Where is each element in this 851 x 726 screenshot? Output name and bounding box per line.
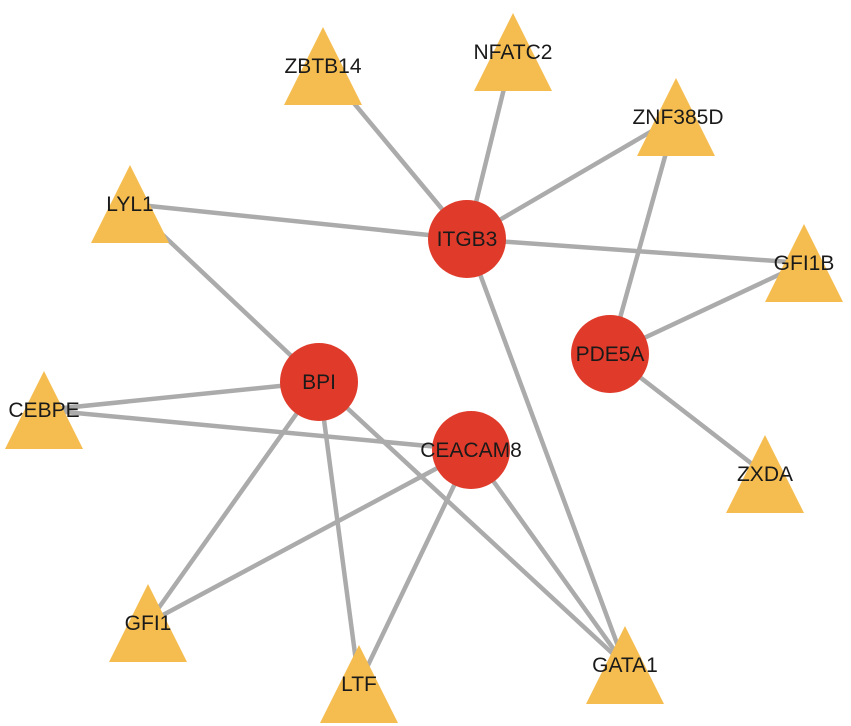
edge-bpi-gata1 <box>316 379 628 668</box>
edge-bpi-cebpe <box>41 379 322 413</box>
node-label-znf385d: ZNF385D <box>632 106 723 129</box>
node-layer <box>5 13 843 723</box>
node-ceacam8-circle <box>432 411 510 489</box>
node-ltf-triangle <box>320 645 398 723</box>
node-lyl1-triangle <box>91 165 169 243</box>
node-nfatc2-triangle <box>474 13 552 91</box>
edge-itgb3-gata1 <box>464 236 628 668</box>
node-pde5a-circle <box>571 315 649 393</box>
node-label-gfi1: GFI1 <box>125 612 172 635</box>
edge-ceacam8-cebpe <box>41 407 474 453</box>
node-label-itgb3: ITGB3 <box>437 228 498 251</box>
node-label-bpi: BPI <box>302 371 336 394</box>
node-cebpe-triangle <box>5 371 83 449</box>
node-gfi1b-triangle <box>765 224 843 302</box>
node-label-pde5a: PDE5A <box>576 343 645 366</box>
node-znf385d-triangle <box>637 78 715 156</box>
node-label-lyl1: LYL1 <box>106 193 154 216</box>
edge-bpi-ltf <box>316 379 362 687</box>
node-label-ltf: LTF <box>341 673 377 696</box>
node-label-zxda: ZXDA <box>737 463 793 486</box>
edge-ceacam8-ltf <box>356 447 474 687</box>
node-zxda-triangle <box>726 435 804 513</box>
node-itgb3-circle <box>428 200 506 278</box>
edge-itgb3-gfi1b <box>464 236 807 266</box>
edge-layer <box>41 49 807 687</box>
node-zbtb14-triangle <box>284 27 362 105</box>
node-gata1-triangle <box>586 626 664 704</box>
node-label-zbtb14: ZBTB14 <box>284 55 361 78</box>
node-label-gata1: GATA1 <box>592 654 658 677</box>
node-gfi1-triangle <box>109 584 187 662</box>
edge-ceacam8-gata1 <box>468 447 628 668</box>
node-label-gfi1b: GFI1B <box>774 252 835 275</box>
node-label-ceacam8: CEACAM8 <box>420 439 522 462</box>
node-label-nfatc2: NFATC2 <box>474 41 553 64</box>
edge-pde5a-znf385d <box>607 114 679 357</box>
node-bpi-circle <box>280 343 358 421</box>
edge-itgb3-lyl1 <box>127 201 470 242</box>
edge-itgb3-znf385d <box>464 114 679 242</box>
node-label-cebpe: CEBPE <box>8 399 79 422</box>
edge-bpi-gfi1 <box>145 379 322 626</box>
edge-ceacam8-gfi1 <box>145 447 474 626</box>
